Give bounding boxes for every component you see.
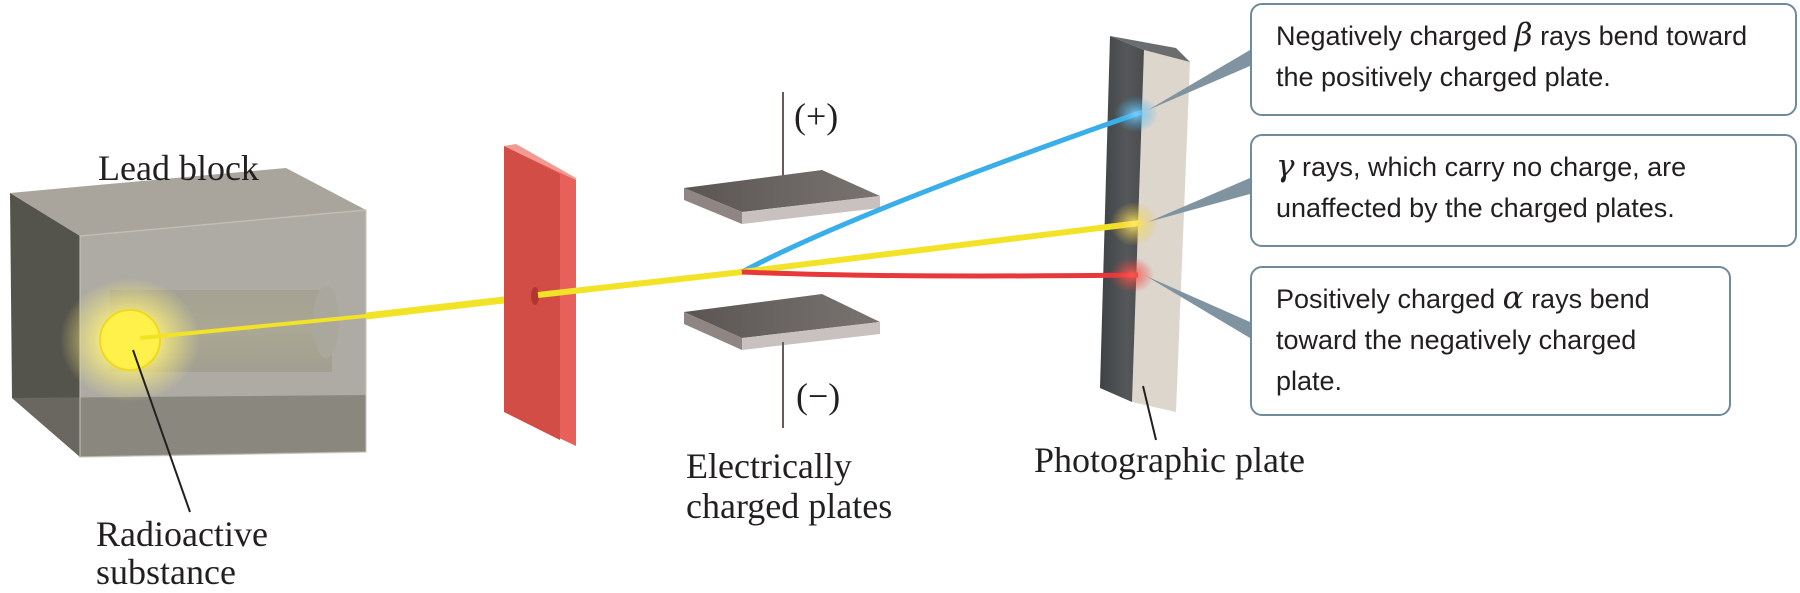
beta-callout-pre: Negatively charged — [1276, 21, 1515, 51]
photo-plate-leader — [1142, 385, 1157, 441]
gamma-callout-post: rays, which carry no charge, are unaffec… — [1276, 152, 1687, 223]
top-plate-top — [684, 170, 880, 212]
lead-block-top — [10, 168, 366, 236]
bottom-plate-front — [684, 312, 742, 350]
beam-inside-block — [139, 314, 367, 340]
beam-to-plates — [537, 269, 743, 298]
minus-label: (−) — [796, 376, 840, 416]
plus-label: (+) — [794, 96, 838, 136]
gamma-callout-pointer — [1148, 178, 1250, 222]
alpha-callout: Positively charged α rays bend toward th… — [1250, 266, 1731, 416]
beta-spot — [1114, 96, 1158, 132]
photo-plate-top — [1110, 36, 1190, 62]
charged-plates — [684, 92, 880, 428]
alpha-callout-post: rays bend toward the negatively charged … — [1276, 284, 1650, 396]
beta-ray — [740, 109, 1143, 275]
charged-plates-label-line2: charged plates — [686, 486, 892, 526]
bottom-plate-edge — [742, 322, 880, 350]
top-plate-front — [684, 188, 742, 224]
beta-callout: Negatively charged β rays bend toward th… — [1250, 3, 1797, 116]
beta-callout-post: rays bend toward the positively charged … — [1276, 21, 1748, 92]
radioactive-substance-icon — [99, 309, 161, 371]
lead-block-side — [10, 193, 80, 457]
photo-plate-edge — [1132, 50, 1190, 412]
lead-block-label: Lead block — [98, 148, 259, 188]
gamma-symbol: γ — [1276, 148, 1295, 184]
beta-symbol: β — [1514, 17, 1533, 53]
gamma-callout: γ rays, which carry no charge, are unaff… — [1250, 134, 1797, 247]
radioactive-label-line2: substance — [96, 552, 236, 588]
top-plate-edge — [742, 196, 880, 224]
alpha-callout-pointer — [1146, 276, 1250, 338]
shield-hole — [531, 287, 539, 305]
photographic-plate-label: Photographic plate — [1034, 440, 1305, 480]
alpha-spot — [1110, 257, 1154, 293]
radioactive-label-line1: Radioactive — [96, 514, 268, 554]
alpha-symbol: α — [1502, 280, 1524, 316]
radioactive-leader — [132, 349, 191, 513]
alpha-callout-pre: Positively charged — [1276, 284, 1503, 314]
gamma-ray — [741, 220, 1141, 275]
alpha-ray — [741, 269, 1139, 279]
bottom-plate-top — [684, 294, 880, 338]
gamma-spot — [1110, 202, 1158, 246]
charged-plates-label-line1: Electrically — [686, 446, 852, 486]
beta-callout-pointer — [1148, 50, 1250, 110]
